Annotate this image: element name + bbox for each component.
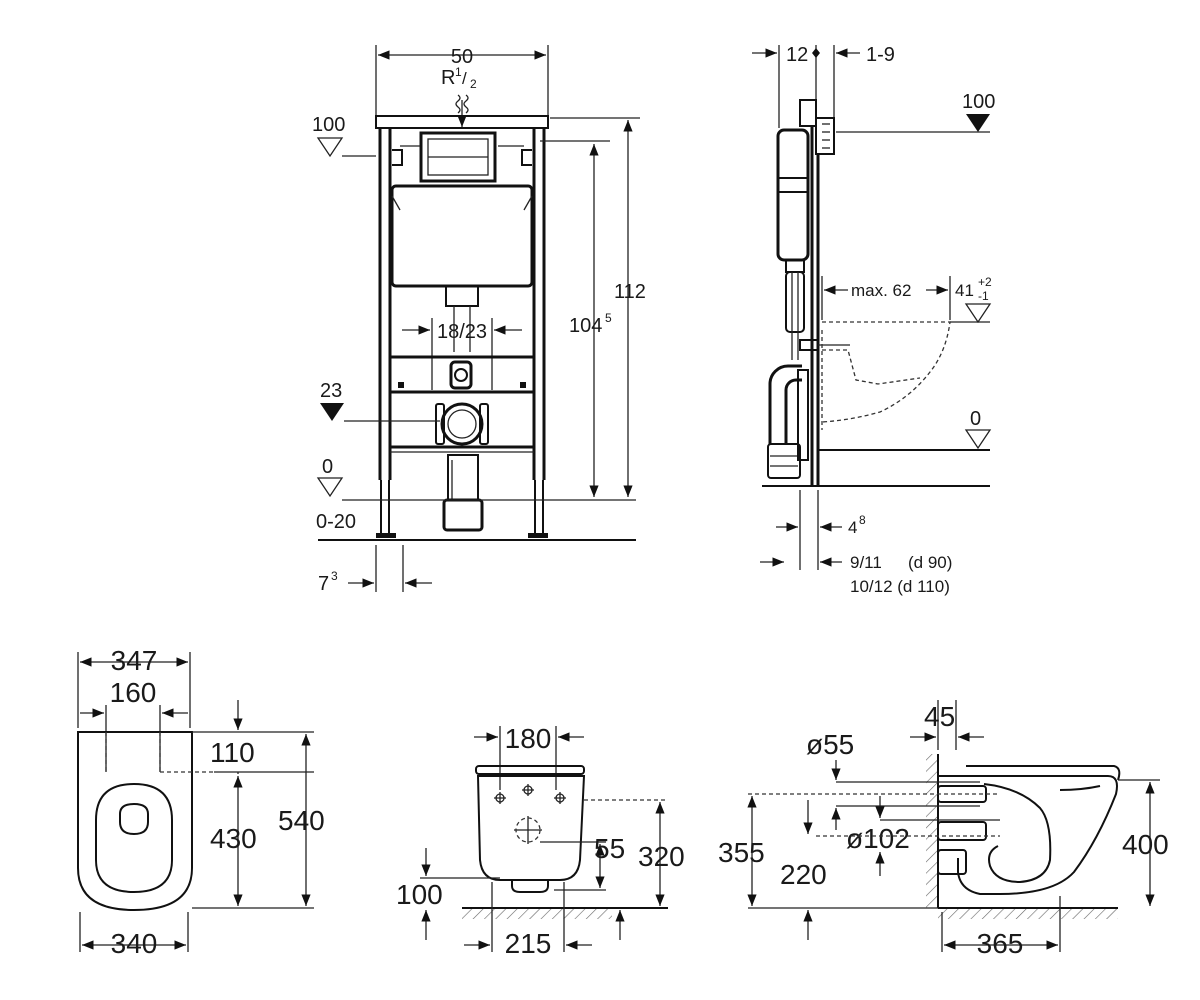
dim-d110-line: 10/12 (d 110) (850, 577, 950, 596)
side-view: 12 1-9 100 (752, 44, 995, 596)
dim-355: 355 (718, 837, 765, 868)
dim-d90-range: 9/11 (850, 553, 882, 572)
dim-d55: ø55 (806, 729, 854, 760)
dim-side-12: 12 (786, 44, 808, 66)
level-top-side: 100 (962, 91, 995, 113)
dim-100-back: 100 (396, 879, 443, 910)
front-view: 50 R 1 / 2 (312, 45, 646, 595)
level-floor-front: 0 (322, 456, 333, 478)
profile-view: 45 ø55 ø102 355 220 (718, 700, 1169, 959)
level-top-front: 100 (312, 114, 345, 136)
dim-41-tol-minus: -1 (978, 289, 989, 303)
dim-41: 41 (955, 281, 974, 300)
dim-thread-num: 1 (455, 65, 462, 79)
dim-height-total: 112 (614, 281, 646, 303)
dim-41-tol-plus: +2 (978, 275, 992, 289)
dim-340: 340 (111, 928, 158, 959)
dim-55: 55 (594, 833, 625, 864)
top-view: 347 160 110 430 540 340 (77, 645, 325, 959)
dim-215: 215 (505, 928, 552, 959)
dim-offset-4: 4 (848, 518, 857, 537)
dim-365: 365 (977, 928, 1024, 959)
dim-foot-offset: 7 (318, 573, 329, 595)
fixing-hole-marks (494, 784, 566, 844)
dim-d102: ø102 (846, 823, 910, 854)
level-mid: 23 (320, 380, 342, 402)
dim-thread-r: R (441, 67, 455, 89)
dim-height-inner-sup: 5 (605, 311, 612, 325)
dim-pipe-span: 18/23 (437, 321, 487, 343)
dim-floor-range: 0-20 (316, 511, 356, 533)
back-view: 180 55 320 100 215 (396, 723, 685, 959)
dim-400: 400 (1122, 829, 1169, 860)
dim-320: 320 (638, 841, 685, 872)
dim-160: 160 (110, 677, 157, 708)
dim-d90-label: (d 90) (908, 553, 952, 572)
dim-width-50: 50 (451, 46, 473, 68)
dim-height-inner: 104 (569, 315, 602, 337)
level-floor-side: 0 (970, 408, 981, 430)
dim-540: 540 (278, 805, 325, 836)
dim-foot-offset-sup: 3 (331, 569, 338, 583)
dim-430: 430 (210, 823, 257, 854)
dim-110: 110 (210, 737, 255, 768)
dim-180: 180 (505, 723, 552, 754)
svg-text:/: / (462, 69, 467, 88)
dim-220: 220 (780, 859, 827, 890)
dim-offset-4-sup: 8 (859, 513, 866, 527)
dim-45: 45 (924, 701, 955, 732)
dim-347: 347 (111, 645, 158, 676)
dim-max-62: max. 62 (851, 281, 911, 300)
dim-side-1-9: 1-9 (866, 44, 895, 66)
dim-thread-den: 2 (470, 77, 477, 91)
